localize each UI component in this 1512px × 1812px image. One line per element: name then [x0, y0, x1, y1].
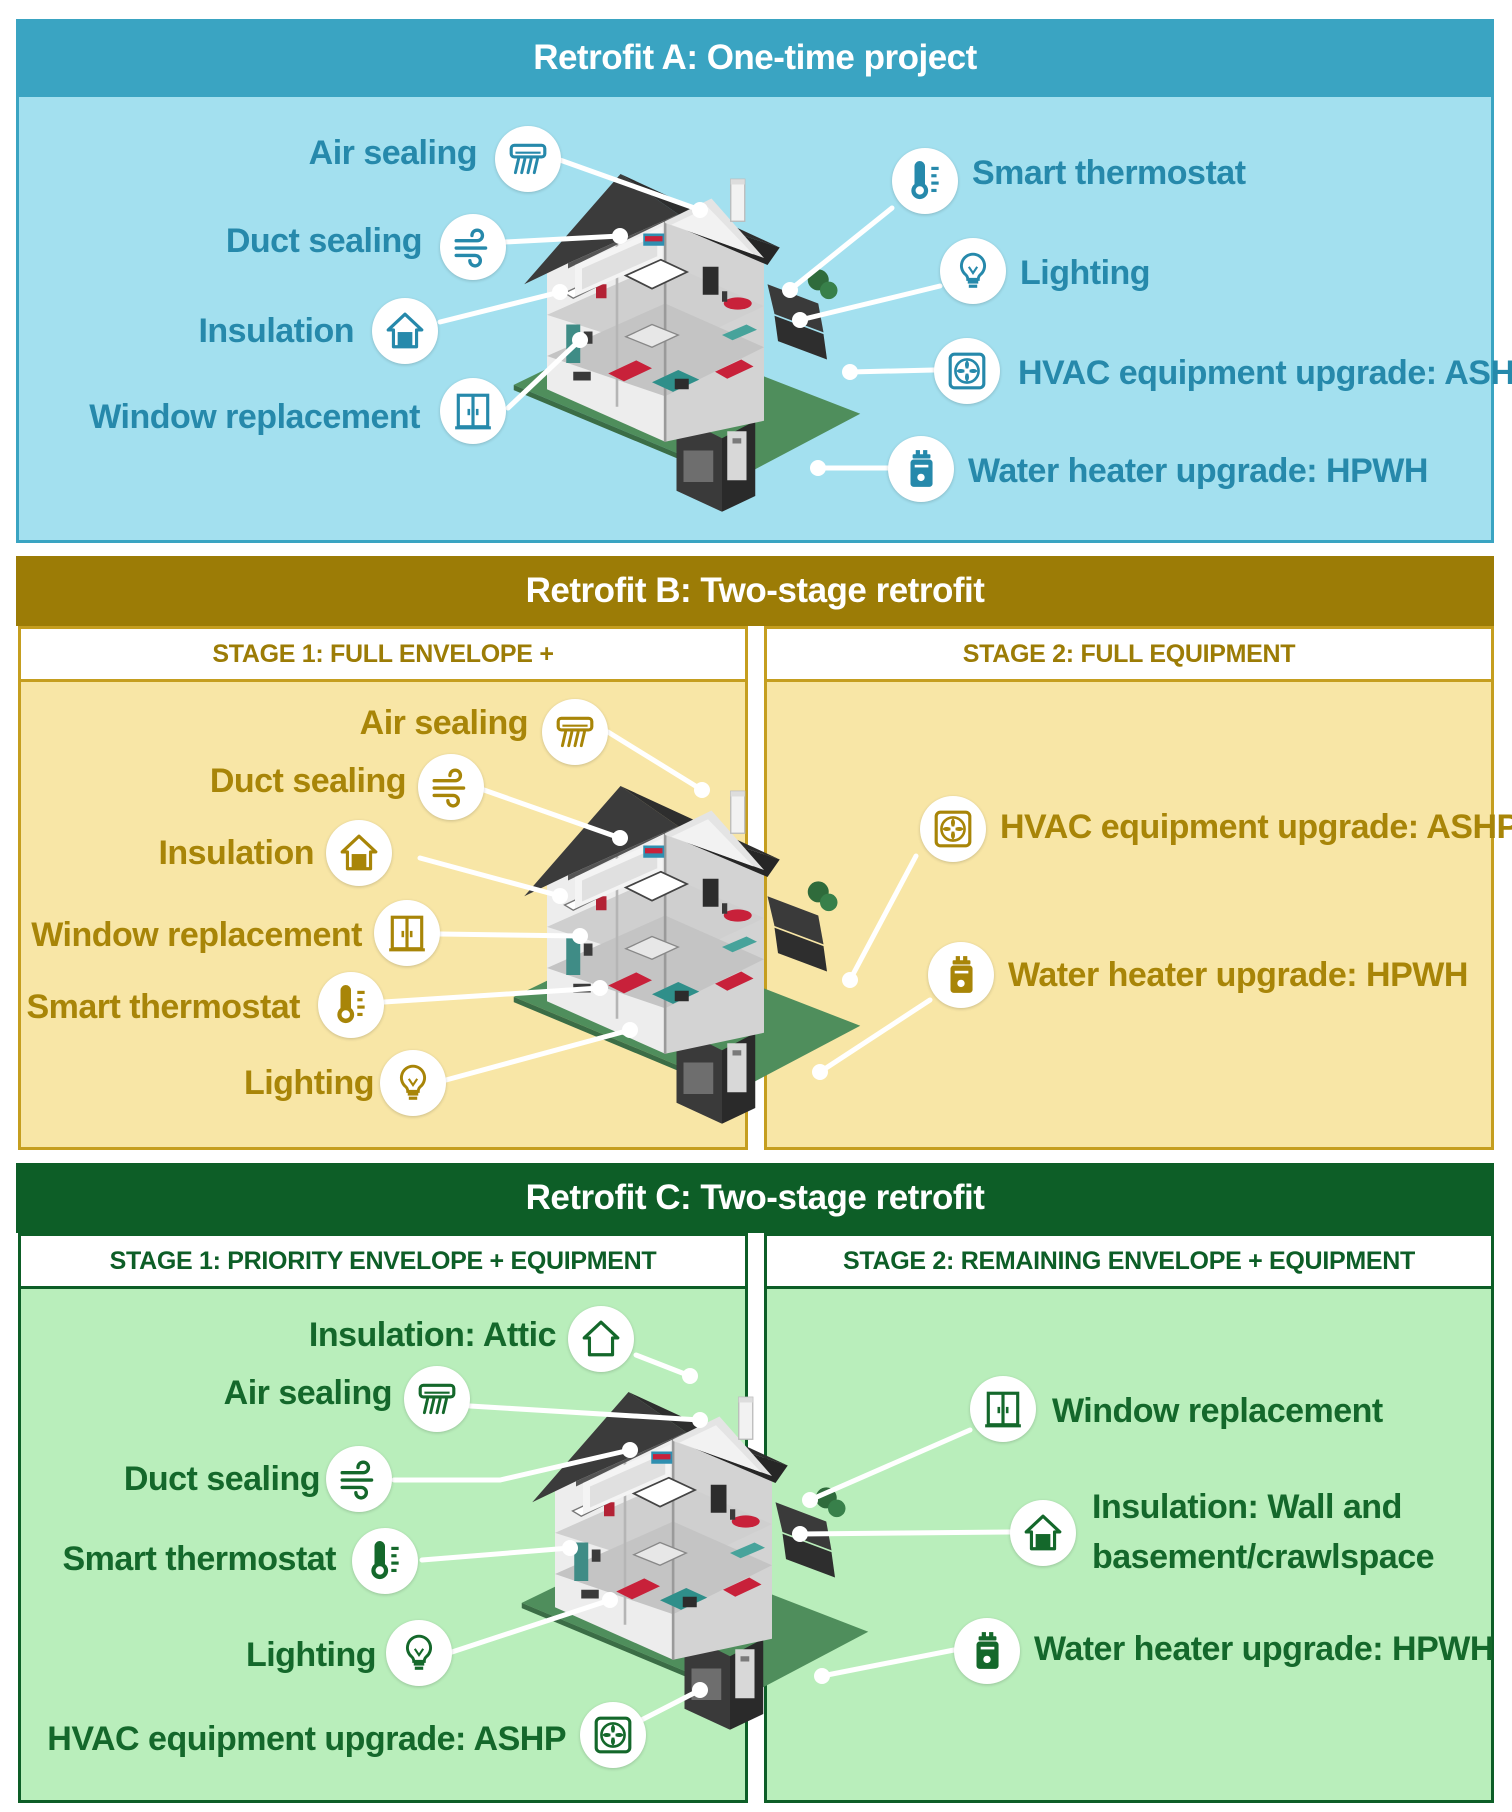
window-icon [970, 1376, 1036, 1442]
retrofit-c-title: Retrofit C: Two-stage retrofit [16, 1163, 1494, 1233]
insulation-icon [372, 298, 438, 364]
c-label-window-replacement: Window replacement [1052, 1392, 1383, 1430]
window-icon [374, 900, 440, 966]
lightbulb-icon [386, 1620, 452, 1686]
air-sealing-icon [542, 699, 608, 765]
retrofit-c-stage2-label: STAGE 2: REMAINING ENVELOPE + EQUIPMENT [764, 1233, 1494, 1289]
hvac-fan-icon [934, 338, 1000, 404]
c-label-insulation-wall: Insulation: Wall and [1092, 1488, 1402, 1526]
air-sealing-icon [495, 126, 561, 192]
c-label-duct-sealing: Duct sealing [123, 1460, 321, 1498]
water-heater-icon [928, 942, 994, 1008]
c-label-hvac-ashp: HVAC equipment upgrade: ASHP [47, 1720, 566, 1758]
a-label-hvac-ashp: HVAC equipment upgrade: ASHP [1018, 354, 1512, 392]
c-label-smart-thermostat: Smart thermostat [62, 1540, 336, 1578]
b-label-hvac-ashp: HVAC equipment upgrade: ASHP [1000, 808, 1512, 846]
hvac-fan-icon [580, 1702, 646, 1768]
thermostat-icon [318, 972, 384, 1038]
duct-sealing-icon [418, 754, 484, 820]
retrofit-c-stage1-label: STAGE 1: PRIORITY ENVELOPE + EQUIPMENT [18, 1233, 748, 1289]
water-heater-icon [888, 436, 954, 502]
duct-sealing-icon [326, 1446, 392, 1512]
retrofit-b-stage2-label: STAGE 2: FULL EQUIPMENT [764, 626, 1494, 682]
retrofit-a-title: Retrofit A: One-time project [16, 19, 1494, 97]
c-label-insulation-basement: basement/crawlspace [1092, 1538, 1435, 1576]
a-label-water-heater-hpwh: Water heater upgrade: HPWH [968, 452, 1428, 490]
b-label-smart-thermostat: Smart thermostat [26, 988, 300, 1026]
b-label-lighting: Lighting [243, 1064, 375, 1102]
b-label-window-replacement: Window replacement [31, 916, 362, 954]
duct-sealing-icon [440, 214, 506, 280]
water-heater-icon [954, 1618, 1020, 1684]
c-label-insulation-attic: Insulation: Attic [308, 1316, 557, 1354]
c-label-air-sealing: Air sealing [223, 1374, 393, 1412]
c-label-water-heater-hpwh: Water heater upgrade: HPWH [1034, 1630, 1494, 1668]
insulation-icon [326, 820, 392, 886]
a-label-insulation: Insulation [198, 312, 354, 350]
a-label-smart-thermostat: Smart thermostat [972, 154, 1246, 192]
air-sealing-icon [404, 1366, 470, 1432]
b-label-insulation: Insulation [158, 834, 314, 872]
insulation-icon [568, 1306, 634, 1372]
thermostat-icon [352, 1528, 418, 1594]
lightbulb-icon [380, 1050, 446, 1116]
b-label-water-heater-hpwh: Water heater upgrade: HPWH [1008, 956, 1468, 994]
retrofit-b-stage2-panel [764, 626, 1494, 1150]
insulation-icon [1010, 1500, 1076, 1566]
window-icon [440, 378, 506, 444]
retrofit-b-stage1-label: STAGE 1: FULL ENVELOPE + [18, 626, 748, 682]
lightbulb-icon [940, 238, 1006, 304]
a-label-window-replacement: Window replacement [89, 398, 420, 436]
a-label-lighting: Lighting [1020, 254, 1151, 292]
b-label-duct-sealing: Duct sealing [209, 762, 407, 800]
thermostat-icon [892, 148, 958, 214]
a-label-duct-sealing: Duct sealing [225, 222, 423, 260]
hvac-fan-icon [920, 796, 986, 862]
a-label-air-sealing: Air sealing [308, 134, 478, 172]
b-label-air-sealing: Air sealing [359, 704, 529, 742]
retrofit-b-title: Retrofit B: Two-stage retrofit [16, 556, 1494, 626]
c-label-lighting: Lighting [245, 1636, 377, 1674]
